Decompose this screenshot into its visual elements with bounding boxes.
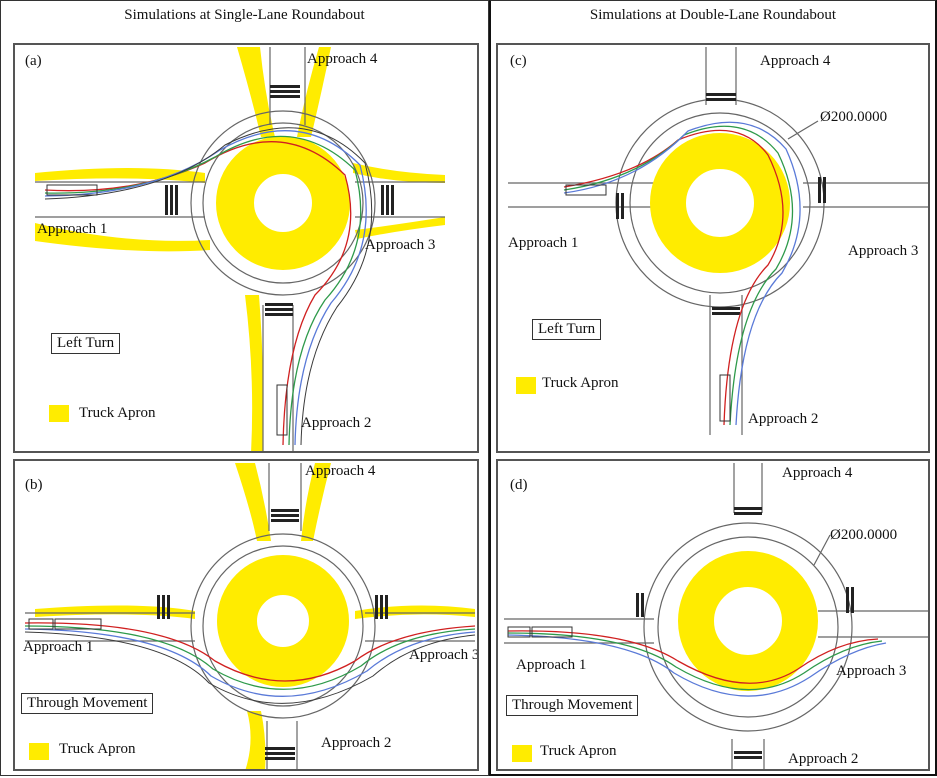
panel-tag-c: (c) [510, 53, 527, 69]
panel-tag-d: (d) [510, 477, 528, 493]
roundabout-diagram-d [504, 463, 928, 769]
approach-3-label-a: Approach 3 [365, 237, 436, 253]
movement-label-c: Left Turn [532, 319, 602, 340]
truck-apron-swatch-a [49, 405, 69, 422]
panel-c: (c) Approach 4 Ø200.0000 Approach 1 Appr… [496, 43, 930, 453]
panel-a: (a) Approach 4 Approach 1 Approach 3 App… [13, 43, 479, 453]
double-lane-title: Simulations at Double-Lane Roundabout [589, 7, 837, 23]
panel-d: (d) Approach 4 Ø200.0000 Approach 1 Appr… [496, 459, 930, 771]
approach-1-label-c: Approach 1 [508, 235, 579, 251]
single-lane-title: Simulations at Single-Lane Roundabout [124, 7, 365, 23]
approach-3-label-b: Approach 3 [409, 647, 479, 663]
single-lane-column: Simulations at Single-Lane Roundabout [0, 0, 489, 776]
diameter-label-c: Ø200.0000 [820, 109, 888, 125]
approach-4-label-b: Approach 4 [305, 463, 376, 479]
approach-4-label-a: Approach 4 [307, 51, 378, 67]
truck-apron-swatch-d [512, 745, 532, 762]
truck-apron-label-c: Truck Apron [542, 375, 619, 391]
roundabout-diagram-a [35, 47, 445, 451]
approach-1-label-a: Approach 1 [37, 221, 108, 237]
approach-3-label-c: Approach 3 [848, 243, 919, 259]
approach-2-label-c: Approach 2 [748, 411, 819, 427]
approach-2-label-d: Approach 2 [788, 751, 859, 767]
approach-1-label-d: Approach 1 [516, 657, 587, 673]
roundabout-diagram-c [508, 47, 928, 435]
truck-apron-swatch-c [516, 377, 536, 394]
approach-4-label-c: Approach 4 [760, 53, 831, 69]
approach-3-label-d: Approach 3 [836, 663, 907, 679]
roundabout-diagram-b [24, 463, 476, 769]
double-lane-column: Simulations at Double-Lane Roundabout [489, 0, 937, 776]
truck-apron-label-d: Truck Apron [540, 743, 617, 759]
approach-1-label-b: Approach 1 [23, 639, 94, 655]
truck-apron-swatch-b [29, 743, 49, 760]
movement-label-a: Left Turn [51, 333, 121, 354]
movement-label-d: Through Movement [506, 695, 639, 716]
panel-tag-b: (b) [25, 477, 43, 493]
movement-label-b: Through Movement [21, 693, 154, 714]
diameter-label-d: Ø200.0000 [830, 527, 898, 543]
panel-tag-a: (a) [25, 53, 42, 69]
approach-2-label-b: Approach 2 [321, 735, 392, 751]
panel-b: (b) Approach 4 Approach 1 Approach 3 App… [13, 459, 479, 771]
approach-4-label-d: Approach 4 [782, 465, 853, 481]
truck-apron-label-a: Truck Apron [79, 405, 156, 421]
approach-2-label-a: Approach 2 [301, 415, 372, 431]
truck-apron-label-b: Truck Apron [59, 741, 136, 757]
